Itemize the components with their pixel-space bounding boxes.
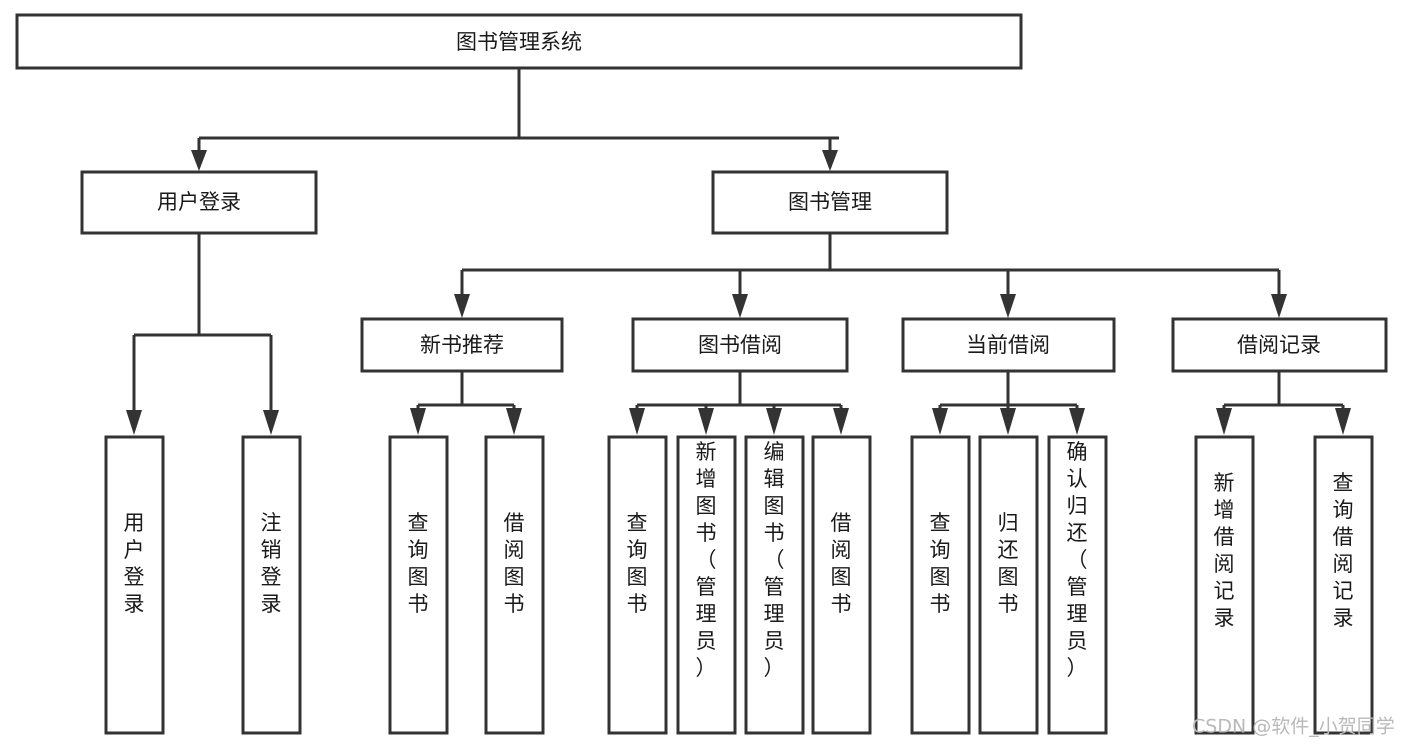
leaf-book-borrow-4-box[interactable] [811,435,872,735]
connector-layer [126,68,1351,435]
node-root-box[interactable] [15,13,1023,70]
node-book-management-label: 图书管理 [788,190,872,214]
leaf-borrow-record-2-label: 查询借阅记录 [1333,471,1354,630]
node-root-label: 图书管理系统 [456,30,582,54]
leaf-user-login-2-label: 注销登录 [261,511,282,616]
arrow-root-to-book-mgmt [822,150,838,171]
arrow-user-login-leaf-1 [126,410,142,435]
leaf-current-borrow-1[interactable]: 查询图书 [910,435,971,735]
node-new-book-recommend-label: 新书推荐 [420,333,504,357]
arrow-current-leaf-1 [932,408,948,435]
leaf-new-book-1-box[interactable] [388,435,449,735]
leaf-user-login-2[interactable]: 注销登录 [241,435,302,735]
node-root[interactable]: 图书管理系统 [15,13,1023,70]
arrow-new-book-leaf-2 [506,408,522,435]
leaf-user-login-1-label: 用户登录 [124,511,145,616]
leaf-book-borrow-3-label: 编辑图书（管理员） [764,440,785,680]
arrow-record-leaf-2 [1335,408,1351,435]
node-current-borrow[interactable]: 当前借阅 [901,317,1116,373]
leaf-book-borrow-2[interactable]: 新增图书（管理员） [676,435,737,735]
leaf-new-book-1-label: 查询图书 [408,511,429,616]
node-book-borrow-label: 图书借阅 [698,333,782,357]
leaf-current-borrow-1-label: 查询图书 [930,511,951,616]
arrow-record-leaf-1 [1216,408,1232,435]
leaf-borrow-record-2[interactable]: 查询借阅记录 [1313,435,1374,735]
leaf-book-borrow-2-label: 新增图书（管理员） [696,440,717,680]
node-user-login-box[interactable] [80,170,318,235]
leaf-book-borrow-3-box[interactable] [744,435,805,735]
leaf-new-book-2-label: 借阅图书 [504,511,525,616]
arrow-book-mgmt-to-record [1271,294,1287,318]
arrow-current-leaf-3 [1069,408,1085,435]
leaf-borrow-record-1-label: 新增借阅记录 [1214,471,1235,630]
node-borrow-record[interactable]: 借阅记录 [1171,317,1388,373]
leaf-book-borrow-4[interactable]: 借阅图书 [811,435,872,735]
arrow-user-login-leaf-2 [263,410,279,435]
leaf-book-borrow-3[interactable]: 编辑图书（管理员） [744,435,805,735]
arrow-book-mgmt-to-new-book [454,294,470,318]
leaf-current-borrow-2-box[interactable] [978,435,1039,735]
leaf-current-borrow-2[interactable]: 归还图书 [978,435,1039,735]
leaf-current-borrow-3[interactable]: 确认归还（管理员） [1047,435,1108,735]
leaf-book-borrow-1[interactable]: 查询图书 [607,435,668,735]
leaf-current-borrow-1-box[interactable] [910,435,971,735]
leaf-borrow-record-2-box[interactable] [1313,435,1374,735]
leaf-user-login-1-box[interactable] [104,435,165,735]
node-book-management[interactable]: 图书管理 [711,170,949,235]
node-book-borrow-box[interactable] [631,317,849,373]
arrow-borrow-leaf-3 [766,408,782,435]
arrow-borrow-leaf-4 [833,408,849,435]
arrow-borrow-leaf-2 [698,408,714,435]
node-borrow-record-box[interactable] [1171,317,1388,373]
csdn-watermark: CSDN @软件_小贺同学 [1192,716,1395,738]
leaf-current-borrow-3-box[interactable] [1047,435,1108,735]
leaf-book-borrow-1-label: 查询图书 [627,511,648,616]
node-current-borrow-label: 当前借阅 [966,333,1050,357]
leaf-new-book-2-box[interactable] [484,435,545,735]
leaf-user-login-1[interactable]: 用户登录 [104,435,165,735]
node-book-borrow[interactable]: 图书借阅 [631,317,849,373]
leaf-new-book-2[interactable]: 借阅图书 [484,435,545,735]
leaf-current-borrow-3-label: 确认归还（管理员） [1067,440,1088,680]
leaf-borrow-record-1-box[interactable] [1194,435,1255,735]
leaf-book-borrow-4-label: 借阅图书 [831,511,852,616]
node-borrow-record-label: 借阅记录 [1237,333,1321,357]
node-new-book-recommend[interactable]: 新书推荐 [360,317,564,373]
arrow-book-mgmt-to-borrow [732,294,748,318]
leaf-current-borrow-2-label: 归还图书 [998,511,1019,616]
leaf-new-book-1[interactable]: 查询图书 [388,435,449,735]
leaf-book-borrow-2-box[interactable] [676,435,737,735]
arrow-book-mgmt-to-current [1000,294,1016,318]
arrow-current-leaf-2 [1000,408,1016,435]
arrow-root-to-user-login [191,150,207,171]
leaf-book-borrow-1-box[interactable] [607,435,668,735]
node-book-management-box[interactable] [711,170,949,235]
node-current-borrow-box[interactable] [901,317,1116,373]
leaf-borrow-record-1[interactable]: 新增借阅记录 [1194,435,1255,735]
node-user-login-label: 用户登录 [157,190,241,214]
node-new-book-recommend-box[interactable] [360,317,564,373]
arrow-borrow-leaf-1 [629,408,645,435]
arrow-new-book-leaf-1 [410,408,426,435]
leaf-user-login-2-box[interactable] [241,435,302,735]
node-user-login[interactable]: 用户登录 [80,170,318,235]
